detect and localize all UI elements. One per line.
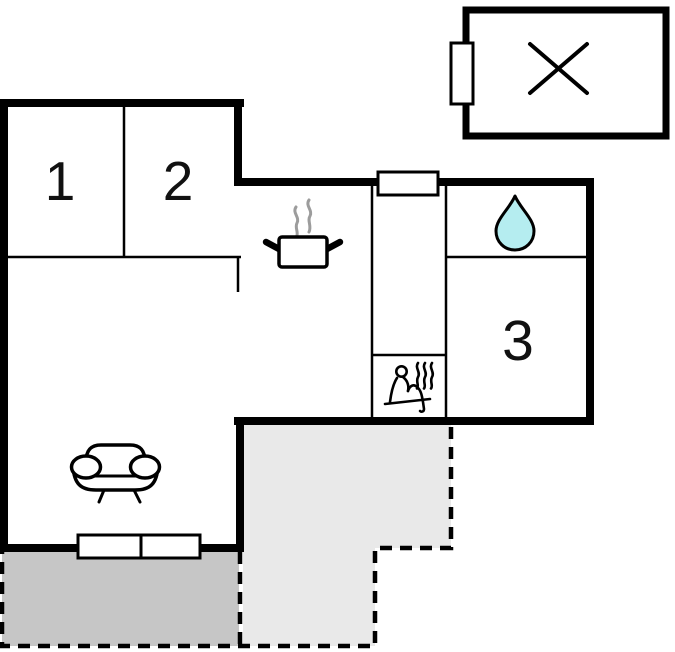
sofa-armrest-right bbox=[128, 454, 162, 480]
person-head bbox=[394, 364, 408, 378]
kitchen-region bbox=[241, 190, 368, 417]
living-window-right bbox=[139, 533, 202, 560]
pot-handle-right bbox=[323, 238, 344, 253]
terrace-light bbox=[243, 425, 451, 646]
steam-line-right bbox=[306, 198, 313, 234]
terrace-outline-dashed bbox=[0, 427, 454, 649]
windows bbox=[76, 170, 440, 560]
interior-walls bbox=[0, 103, 588, 421]
cooking-pot-icon bbox=[262, 198, 344, 269]
sofa-leg-left bbox=[97, 488, 106, 504]
sofa-legs bbox=[97, 488, 142, 504]
sauna-person bbox=[383, 364, 432, 413]
hallway-region bbox=[374, 188, 444, 351]
diagonal-cross-icon bbox=[528, 42, 589, 95]
steam-line-left bbox=[293, 205, 300, 239]
cross-line-2 bbox=[528, 42, 589, 95]
water-drop-icon bbox=[494, 194, 536, 252]
sofa-leg-right bbox=[132, 488, 142, 504]
living-room-region bbox=[8, 259, 236, 544]
person-leg bbox=[406, 384, 426, 413]
terrace-dark bbox=[2, 552, 239, 646]
pot-body bbox=[277, 235, 329, 269]
room-1-label: 1 bbox=[44, 150, 76, 212]
sofa-icon bbox=[69, 443, 162, 504]
heat-wave-2 bbox=[422, 361, 428, 390]
sauna-icon bbox=[383, 361, 435, 413]
room-2-label: 2 bbox=[162, 150, 194, 212]
heat-wave-3 bbox=[429, 361, 435, 390]
room-3-label: 3 bbox=[502, 309, 534, 373]
heat-wave-1 bbox=[415, 361, 421, 390]
living-window-left bbox=[76, 533, 143, 560]
person-arm bbox=[388, 376, 399, 404]
outbuilding-door bbox=[449, 41, 475, 106]
terrace-dashed-border bbox=[0, 427, 454, 649]
heat-waves bbox=[415, 361, 435, 390]
sofa-armrest-left bbox=[69, 454, 103, 480]
kitchen-window bbox=[376, 170, 440, 197]
sauna-bench bbox=[383, 397, 432, 406]
sofa-back bbox=[84, 443, 147, 463]
pot-handle-left bbox=[262, 238, 283, 253]
outbuilding bbox=[449, 6, 670, 140]
outer-walls bbox=[0, 99, 594, 552]
steam-lines bbox=[293, 198, 313, 239]
